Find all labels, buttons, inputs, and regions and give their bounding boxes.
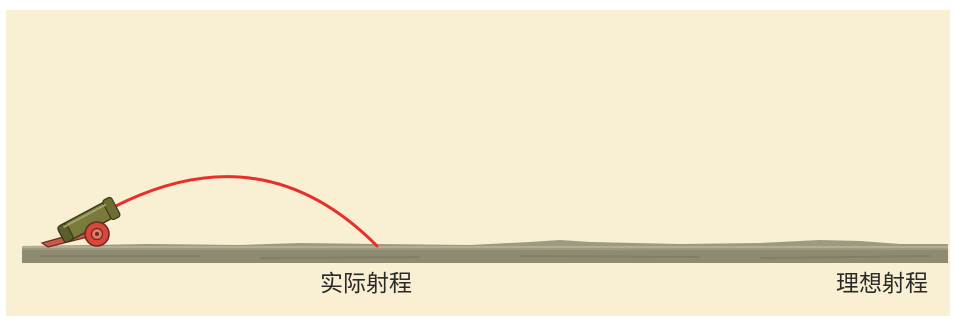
diagram-background — [6, 10, 950, 316]
ideal-range-label: 理想射程 — [836, 271, 928, 297]
cannon-icon — [40, 196, 121, 248]
actual-range-label: 实际射程 — [320, 271, 412, 297]
ground — [22, 240, 948, 263]
actual-trajectory — [110, 175, 379, 248]
